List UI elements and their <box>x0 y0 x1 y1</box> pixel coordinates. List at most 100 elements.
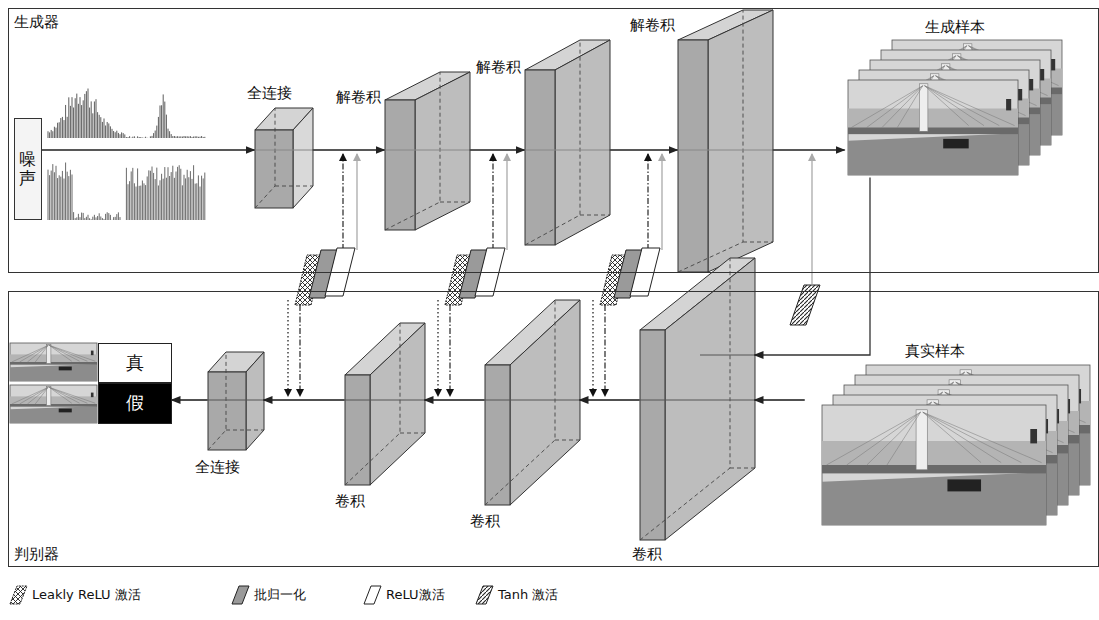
noise-spike <box>172 166 173 220</box>
noise-spike <box>153 133 154 138</box>
node-label: 生成样本 <box>925 18 985 36</box>
noise-spike <box>113 131 114 138</box>
photo-cable <box>897 86 923 128</box>
noise-spike <box>102 122 103 138</box>
panel: 判别器真实样本卷积卷积卷积全连接真假 <box>8 291 1099 567</box>
dotted-arrow <box>287 300 288 396</box>
photo-cable <box>20 345 49 362</box>
noise-spike <box>163 179 164 220</box>
layer-block-hidden-edge <box>440 202 470 203</box>
photo-tower <box>47 345 51 364</box>
node-label: 真 <box>126 354 144 372</box>
noise-spike <box>140 186 141 220</box>
photo-truck <box>947 479 981 491</box>
layer-block-hidden-edge <box>525 40 580 245</box>
noise-spike <box>105 126 106 138</box>
photo-road <box>10 406 97 423</box>
photo-cable <box>923 412 1022 462</box>
noise-spike <box>128 184 129 220</box>
layer-block-front <box>385 100 415 230</box>
layer-block-hidden-edge <box>400 433 425 434</box>
noise-spike <box>185 136 186 138</box>
noise-spike <box>80 97 81 138</box>
photo-cable <box>923 412 1042 462</box>
noise-spike <box>51 171 52 220</box>
flow-arrow <box>42 149 255 150</box>
noise-spike <box>156 168 157 220</box>
layer-block-front <box>345 375 370 485</box>
noise-spike <box>163 94 164 138</box>
noise-spike <box>86 217 87 220</box>
noise-spike <box>94 215 95 220</box>
noise-spike <box>128 137 129 139</box>
noise-spike <box>148 137 149 138</box>
flow-arrow <box>313 149 385 150</box>
noise-spike <box>176 172 177 220</box>
noise-spike <box>52 131 53 138</box>
layer-block-side <box>246 352 264 450</box>
photo-rail <box>848 128 1018 135</box>
photo-road <box>822 472 1046 525</box>
noise-spike <box>56 166 57 220</box>
noise-spike <box>158 117 159 138</box>
noise-spike <box>110 126 111 138</box>
legend-label: Tanh 激活 <box>498 586 558 604</box>
noise-spike <box>88 215 89 220</box>
dashdot-arrow <box>492 154 493 250</box>
photo-cable <box>35 345 48 362</box>
noise-spike <box>75 98 76 138</box>
node-label: 解卷积 <box>336 88 381 106</box>
photo-rail <box>10 362 97 365</box>
layer-block-side <box>370 323 425 485</box>
noise-spike <box>160 180 161 220</box>
layer-block-hidden-edge <box>640 258 730 540</box>
noise-spike <box>153 173 154 220</box>
noise-spike <box>174 136 175 138</box>
noise-spike <box>155 179 156 220</box>
legend-shape <box>10 586 27 604</box>
noise-spike <box>129 136 130 138</box>
relu-symbol <box>475 248 505 296</box>
noise-spike <box>193 165 194 220</box>
noise-spike <box>60 118 61 138</box>
noise-spike <box>92 113 93 138</box>
noise-spike <box>89 218 90 220</box>
photo-cable <box>49 387 79 403</box>
layer-block-hidden-edge <box>226 430 264 431</box>
noise-spike <box>187 170 188 220</box>
layer-block-side <box>510 300 580 505</box>
noise-spike <box>164 102 165 138</box>
noise-spike <box>182 185 183 220</box>
photo-cable <box>27 387 48 404</box>
photo-rail <box>822 465 1046 473</box>
layer-block-hidden-edge <box>485 300 555 505</box>
noise-spike <box>67 172 68 220</box>
noise-spike <box>116 131 117 138</box>
conv-layer-block: 卷积 <box>485 300 580 505</box>
layer-block-hidden-edge <box>275 186 313 187</box>
conv-layer-block: 卷积 <box>640 258 755 540</box>
noise-spike <box>136 187 137 220</box>
noise-spike <box>104 219 105 220</box>
layer-block-hidden-edge <box>345 323 400 485</box>
noise-spike <box>140 137 141 139</box>
legend-item: 批归一化 <box>230 584 306 606</box>
noise-spike <box>168 167 169 220</box>
noise-spike <box>161 105 162 138</box>
noise-spike <box>139 186 140 220</box>
result-photo <box>10 343 97 381</box>
noise-spike <box>196 136 197 138</box>
noise-spike <box>171 134 172 138</box>
photo-sign <box>91 351 94 356</box>
sample-stack: 生成样本 <box>845 40 1062 178</box>
fc-layer-block: 全连接 <box>255 108 313 208</box>
dashdot-arrow <box>449 305 450 396</box>
layer-block-side <box>555 40 610 245</box>
noise-spike <box>161 174 162 220</box>
legend-shape <box>232 586 249 604</box>
layer-block-front <box>525 70 555 245</box>
photo-cable <box>826 412 920 465</box>
noise-spike <box>83 100 84 138</box>
noise-spike <box>203 178 204 220</box>
deconv-layer-block: 解卷积 <box>678 10 773 272</box>
